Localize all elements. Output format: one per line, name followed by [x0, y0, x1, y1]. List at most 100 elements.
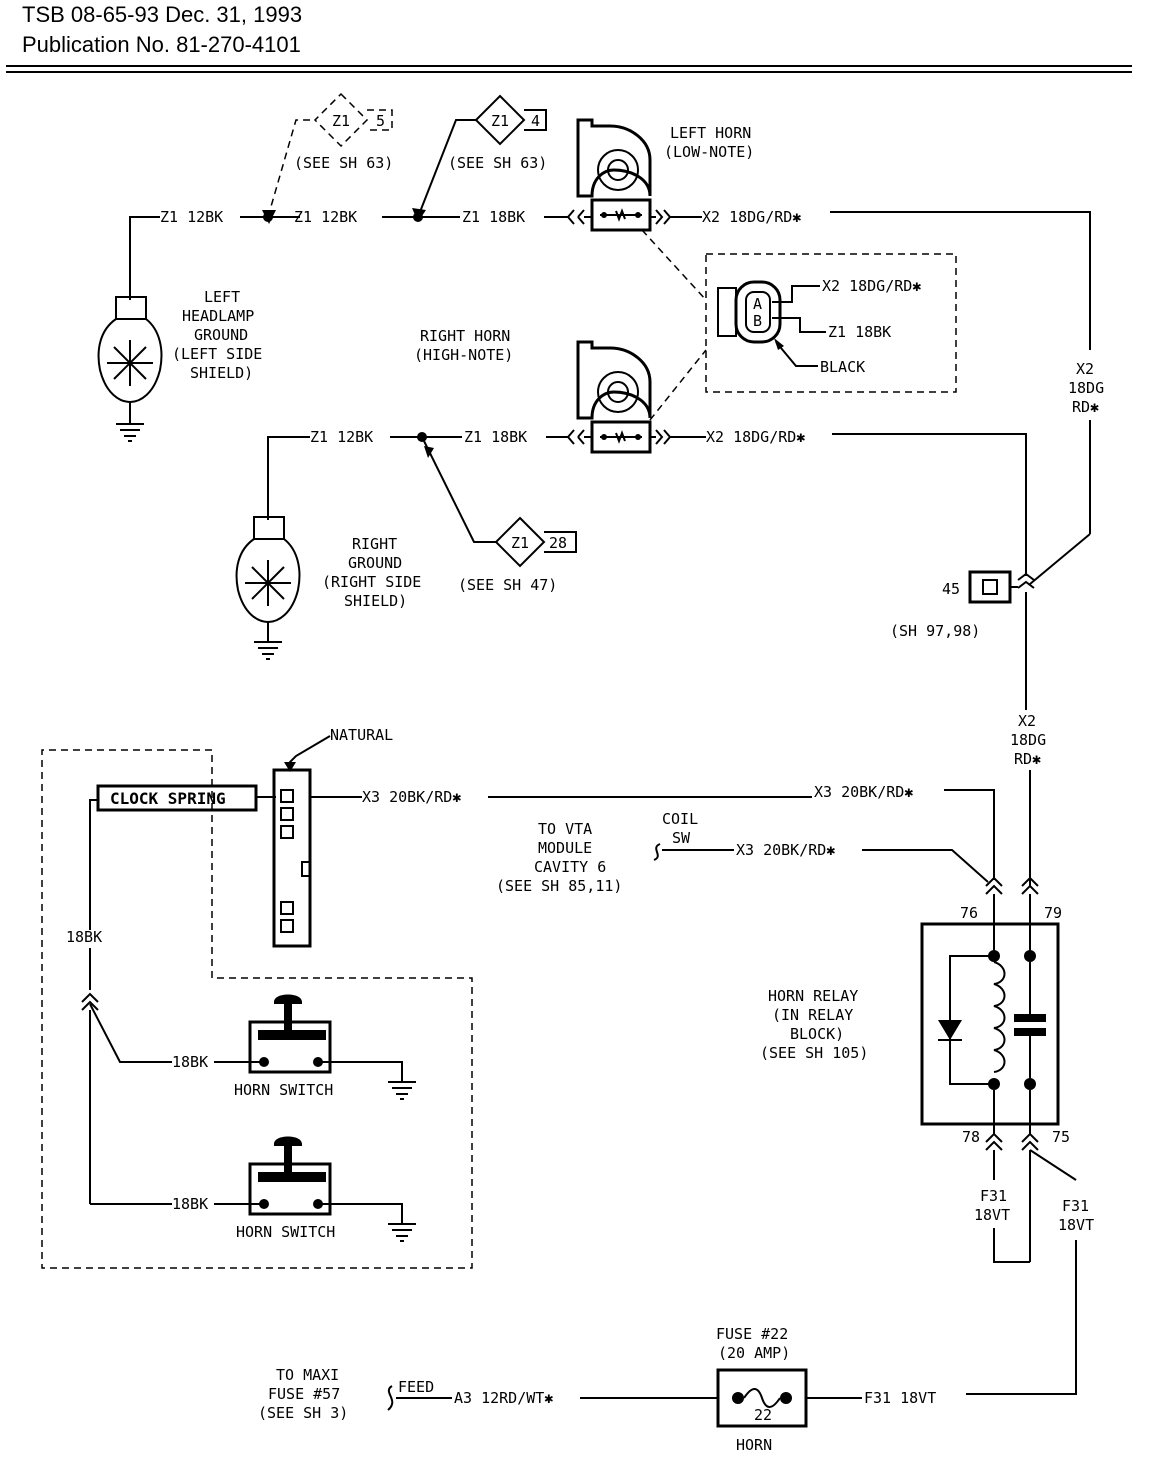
horn-connector-detail: A B X2 18DG/RD✱ Z1 18BK BLACK [641, 229, 957, 421]
horn-relay: 76 79 78 75 [920, 876, 1070, 1151]
splice-z1-28-num: 28 [549, 534, 567, 552]
r-ground-line4: SHIELD) [344, 592, 407, 610]
splice-z1-28-ref: (SEE SH 47) [458, 576, 557, 594]
connector-pin-b: B [753, 312, 762, 330]
left-headlamp-ground-circuit: Z1 12BK Z1 12BK Z1 18BK [129, 119, 568, 300]
horn-switch-1-label: HORN SWITCH [234, 1081, 333, 1099]
left-horn-label: LEFT HORN (LOW-NOTE) [664, 124, 754, 161]
clock-spring-label: CLOCK SPRING [110, 789, 226, 808]
right-ground-label: RIGHT GROUND (RIGHT SIDE SHIELD) [322, 535, 421, 610]
right-horn-line2: (HIGH-NOTE) [414, 346, 513, 364]
right-horn-line1: RIGHT HORN [420, 327, 510, 345]
splice-z1-4: Z1 4 (SEE SH 63) [448, 94, 547, 172]
connector-pin-a: A [753, 295, 762, 313]
wire-z1-18bk-right: Z1 18BK [464, 428, 527, 446]
natural-connector: NATURAL [272, 726, 393, 948]
wire-x3-a: X3 20BK/RD✱ [362, 788, 461, 806]
r-ground-line1: RIGHT [352, 535, 397, 553]
relay-pin-78: 78 [962, 1128, 980, 1146]
relay-pin-79: 79 [1044, 904, 1062, 922]
lh-ground-line3: GROUND [194, 326, 248, 344]
relay-line4: (SEE SH 105) [760, 1044, 868, 1062]
horn-switch-2: 18BK HORN SWITCH [172, 1136, 416, 1242]
splice-z1-5-name: Z1 [332, 112, 350, 130]
x2-vert-line2: 18DG [1068, 379, 1104, 397]
wire-z1-12bk-a: Z1 12BK [160, 208, 223, 226]
splice-z1-4-num: 4 [531, 112, 540, 130]
fuse-22: FUSE #22 (20 AMP) 22 HORN [716, 1325, 808, 1454]
x2-vert-line3: RD✱ [1072, 398, 1099, 416]
f31-left-line1: F31 [980, 1187, 1007, 1205]
vta-line1: TO VTA [538, 820, 592, 838]
relay-line2: (IN RELAY [772, 1006, 853, 1024]
splice-z1-4-ref: (SEE SH 63) [448, 154, 547, 172]
natural-label: NATURAL [330, 726, 393, 744]
relay-line3: BLOCK) [790, 1025, 844, 1043]
right-ground-symbol [235, 516, 301, 660]
relay-line1: HORN RELAY [768, 987, 858, 1005]
f31-right-line2: 18VT [1058, 1216, 1094, 1234]
x2-vert-b-line2: 18DG [1010, 731, 1046, 749]
wire-z1-12bk-b: Z1 12BK [294, 208, 357, 226]
splice-z1-5: Z1 5 (SEE SH 63) [294, 92, 393, 172]
wire-x2-right: X2 18DG/RD✱ [706, 428, 805, 446]
r-ground-line2: GROUND [348, 554, 402, 572]
wire-18bk-sw2: 18BK [172, 1195, 208, 1213]
x2-vert-b-line1: X2 [1018, 712, 1036, 730]
vta-line4: (SEE SH 85,11) [496, 877, 622, 895]
splice-z1-5-ref: (SEE SH 63) [294, 154, 393, 172]
connector-x2-label: X2 18DG/RD✱ [822, 277, 921, 295]
right-horn-label: RIGHT HORN (HIGH-NOTE) [414, 327, 513, 364]
steering-wheel-boundary [41, 749, 473, 1269]
left-horn-line2: (LOW-NOTE) [664, 143, 754, 161]
connector-color-label: BLACK [820, 358, 865, 376]
splice-z1-4-name: Z1 [491, 112, 509, 130]
lh-ground-line5: SHIELD) [190, 364, 253, 382]
relay-pin-75: 75 [1052, 1128, 1070, 1146]
feed-label: FEED [398, 1378, 434, 1396]
fuse-number: 22 [754, 1406, 772, 1424]
wire-x2-left: X2 18DG/RD✱ [702, 208, 801, 226]
left-horn-line1: LEFT HORN [670, 124, 751, 142]
horn-switch-2-label: HORN SWITCH [236, 1223, 335, 1241]
fuse-line1: FUSE #22 [716, 1325, 788, 1343]
horn-relay-label: HORN RELAY (IN RELAY BLOCK) (SEE SH 105) [760, 987, 868, 1062]
wire-a3: A3 12RD/WT✱ [454, 1389, 553, 1407]
x2-vert-b-line3: RD✱ [1014, 750, 1041, 768]
splice-z1-28: Z1 28 (SEE SH 47) [458, 516, 577, 594]
wire-z1-12bk-right: Z1 12BK [310, 428, 373, 446]
tsb-line: TSB 08-65-93 Dec. 31, 1993 [22, 2, 303, 27]
publication-line: Publication No. 81-270-4101 [22, 32, 301, 57]
clock-spring: CLOCK SPRING [96, 784, 258, 812]
wire-z1-18bk-left: Z1 18BK [462, 208, 525, 226]
vta-line3: CAVITY 6 [534, 858, 606, 876]
coil-line1: COIL [662, 810, 698, 828]
right-horn [567, 340, 672, 454]
x2-vert-line1: X2 [1076, 360, 1094, 378]
left-headlamp-ground-label: LEFT HEADLAMP GROUND (LEFT SIDE SHIELD) [172, 288, 262, 382]
maxi-line3: (SEE SH 3) [258, 1404, 348, 1422]
vta-line2: MODULE [538, 839, 592, 857]
maxi-line2: FUSE #57 [268, 1385, 340, 1403]
right-ground-circuit: Z1 12BK Z1 18BK [267, 428, 568, 543]
wire-f31-bottom: F31 18VT [864, 1389, 936, 1407]
vta-module-label: TO VTA MODULE CAVITY 6 (SEE SH 85,11) [496, 820, 622, 895]
relay-pin-76: 76 [960, 904, 978, 922]
r-ground-line3: (RIGHT SIDE [322, 573, 421, 591]
splice-z1-5-num: 5 [376, 112, 385, 130]
connector-45-ref: (SH 97,98) [890, 622, 980, 640]
horn-switch-1: 18BK HORN SWITCH [172, 994, 416, 1100]
fuse-name: HORN [736, 1436, 772, 1454]
wire-18bk-sw1: 18BK [172, 1053, 208, 1071]
wire-18bk-vert: 18BK [66, 928, 102, 946]
connector-z1-label: Z1 18BK [828, 323, 891, 341]
fuse-line2: (20 AMP) [718, 1344, 790, 1362]
f31-left-line2: 18VT [974, 1206, 1010, 1224]
wire-x3-c: X3 20BK/RD✱ [736, 841, 835, 859]
splice-z1-28-name: Z1 [511, 534, 529, 552]
f31-right-line1: F31 [1062, 1197, 1089, 1215]
left-horn [567, 118, 672, 232]
lh-ground-line2: HEADLAMP [182, 307, 254, 325]
connector-45: 45 (SH 97,98) [890, 570, 1035, 640]
